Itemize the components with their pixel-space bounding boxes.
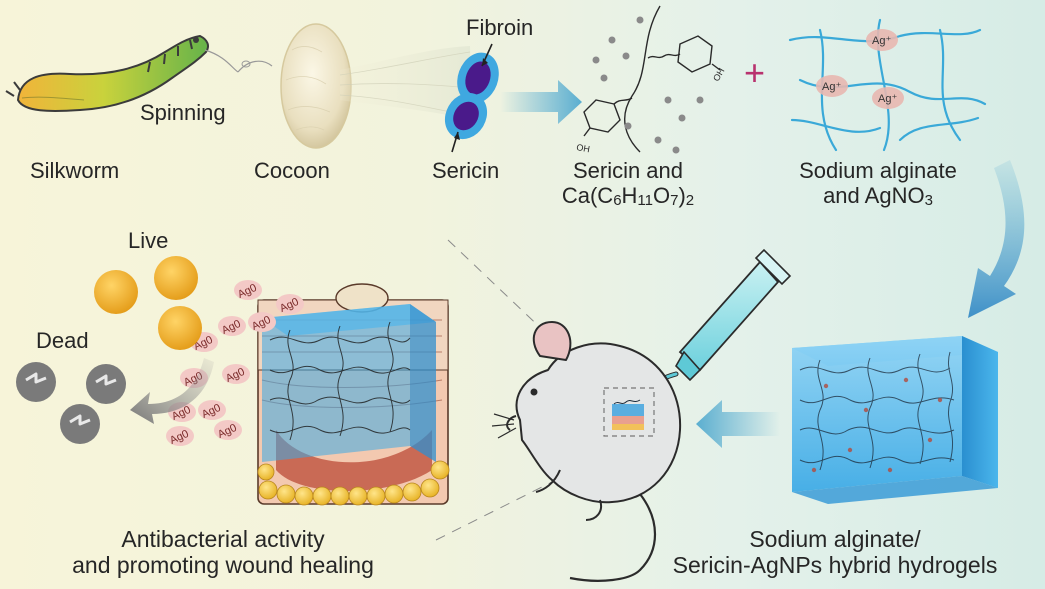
sericin-label: Sericin bbox=[432, 158, 500, 183]
calcium-gluconate-formula: Ca(C6H11O7)2 bbox=[550, 183, 706, 209]
alginate-silver-label: Sodium alginate and AgNO3 bbox=[778, 158, 978, 210]
skin-wound-block bbox=[257, 283, 450, 506]
live-bacteria bbox=[94, 256, 202, 350]
hydroxyl-label: OH bbox=[576, 142, 591, 154]
wound-site bbox=[603, 387, 655, 437]
formula-part: O bbox=[653, 183, 671, 209]
live-label: Live bbox=[128, 228, 169, 253]
silver-ion-label: Ag⁺ bbox=[822, 81, 841, 93]
hydrogel-line1: Sodium alginate/ bbox=[749, 526, 921, 552]
alginate-line1: Sodium alginate bbox=[799, 158, 957, 183]
formula-subscript: 6 bbox=[613, 192, 622, 210]
kill-arrow bbox=[130, 358, 214, 424]
antibacterial-line1: Antibacterial activity bbox=[121, 526, 325, 552]
antibacterial-caption: Antibacterial activity and promoting wou… bbox=[28, 526, 418, 579]
sericin-molecule bbox=[583, 5, 721, 153]
silver-ions bbox=[816, 29, 904, 109]
cocoon-illustration bbox=[280, 23, 352, 149]
formula-part: ) bbox=[678, 183, 686, 209]
formula-subscript: 11 bbox=[637, 192, 653, 210]
mouse-illustration bbox=[491, 321, 682, 582]
formula-subscript: 3 bbox=[924, 192, 933, 210]
silkworm-label: Silkworm bbox=[30, 158, 120, 183]
formula-part: Ca(C bbox=[561, 183, 614, 209]
formula-part: H bbox=[621, 183, 638, 209]
sericin-calcium-label: Sericin and Ca(C6H11O7)2 bbox=[550, 158, 706, 210]
fiber-cross-section bbox=[444, 43, 499, 153]
sericin-calcium-line1: Sericin and bbox=[572, 158, 684, 183]
ointment-tube bbox=[643, 248, 792, 387]
formula-subscript: 2 bbox=[685, 192, 695, 210]
alginate-line2: and AgNO3 bbox=[778, 183, 978, 209]
arrow-to-sericin bbox=[500, 80, 582, 124]
silver-ion-label: Ag⁺ bbox=[872, 35, 891, 47]
silver-ion-label: Ag⁺ bbox=[878, 93, 897, 105]
alginate-line2-text: and AgNO bbox=[823, 183, 925, 209]
hydroxyl-label: OH bbox=[711, 66, 726, 83]
hydrogel-line2: Sericin-AgNPs hybrid hydrogels bbox=[672, 552, 998, 579]
hydrogel-cube bbox=[792, 336, 998, 504]
dead-bacteria bbox=[16, 362, 126, 444]
curved-arrow-down bbox=[968, 160, 1025, 318]
arrow-to-mouse bbox=[696, 400, 780, 448]
hydrogel-caption: Sodium alginate/ Sericin-AgNPs hybrid hy… bbox=[640, 526, 1030, 579]
formula-subscript: 7 bbox=[670, 192, 679, 210]
fiber-fan bbox=[340, 46, 472, 120]
fat-cells bbox=[257, 460, 450, 506]
antibacterial-line2: and promoting wound healing bbox=[72, 552, 374, 579]
plus-sign: + bbox=[744, 52, 766, 93]
spinning-label: Spinning bbox=[140, 100, 226, 125]
fibroin-label: Fibroin bbox=[466, 15, 534, 40]
cocoon-label: Cocoon bbox=[254, 158, 330, 183]
calcium-dots bbox=[592, 16, 704, 154]
silkworm-illustration bbox=[5, 34, 273, 112]
dead-label: Dead bbox=[36, 328, 89, 353]
